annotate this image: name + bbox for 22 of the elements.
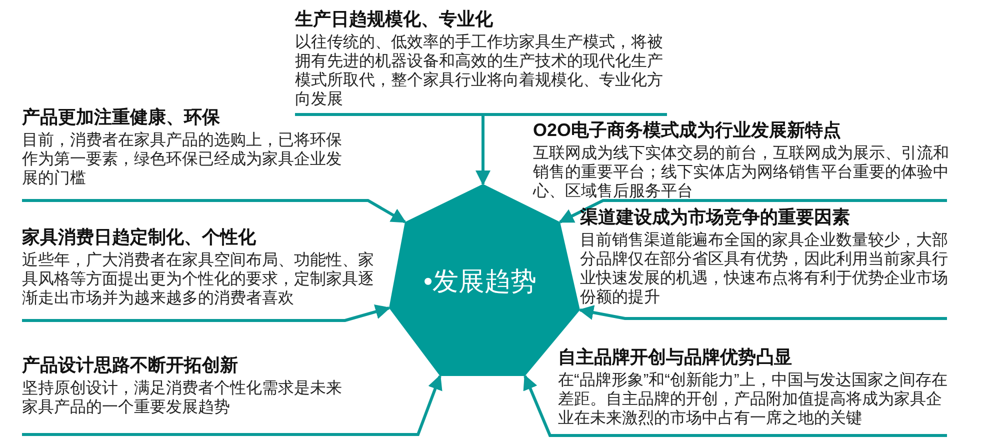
connector-arrow bbox=[22, 304, 390, 322]
connector-arrow bbox=[578, 305, 947, 320]
connector-arrow bbox=[22, 199, 406, 224]
trend-heading: 生产日趋规模化、专业化 bbox=[295, 8, 494, 30]
trend-heading: 渠道建设成为市场竞争的重要因素 bbox=[580, 206, 851, 228]
trend-description: 互联网成为线下实体交易的前台，互联网成为展示、引流和销售的重要平台；线下实体店为网络销售平台重要的体验中心、区域售后服务平台 bbox=[533, 144, 950, 201]
connector-arrow bbox=[476, 114, 490, 186]
trend-heading: O2O电子商务模式成为行业发展新特点 bbox=[533, 119, 842, 141]
trend-description: 在“品牌形象”和“创新能力”上，中国与发达国家之间存在差距。自主品牌的开创，产品附加值提高将成为家具企业在未来激烈的市场中占有一席之地的关键 bbox=[558, 371, 948, 428]
trend-description: 坚持原创设计，满足消费者个性化需求是未来家具产品的一个重要发展趋势 bbox=[22, 379, 343, 417]
connector-arrow bbox=[22, 374, 442, 436]
trend-heading: 自主品牌开创与品牌优势凸显 bbox=[558, 346, 793, 368]
trend-heading: 家具消费日趋定制化、个性化 bbox=[22, 226, 257, 248]
trend-description: 目前销售渠道能遍布全国的家具企业数量较少，大部分品牌仅在部分省区具有优势，因此利用当前家具行业快速发展的机遇，快速布点将有利于优势企业市场份额的提升 bbox=[580, 231, 949, 307]
trend-description: 目前，消费者在家具产品的选购上，已将环保作为第一要素，绿色环保已经成为家具企业发展的门槛 bbox=[22, 131, 343, 188]
connector-arrow bbox=[523, 374, 947, 437]
trend-heading: 产品更加注重健康、环保 bbox=[22, 106, 221, 128]
trend-heading: 产品设计思路不断开拓创新 bbox=[22, 354, 239, 376]
connector-arrow bbox=[558, 199, 947, 224]
trend-description: 以往传统的、低效率的手工作坊家具生产模式，将被拥有先进的机器设备和高效的生产技术的现代化生产模式所取代，整个家具行业将向着规模化、专业化方向发展 bbox=[295, 33, 664, 109]
center-title: •发展趋势 bbox=[423, 264, 538, 298]
trend-description: 近些年，广大消费者在家具空间布局、功能性、家具风格等方面提出更为个性化的要求，定制家具逐渐走出市场并为越来越多的消费者喜欢 bbox=[22, 251, 375, 308]
